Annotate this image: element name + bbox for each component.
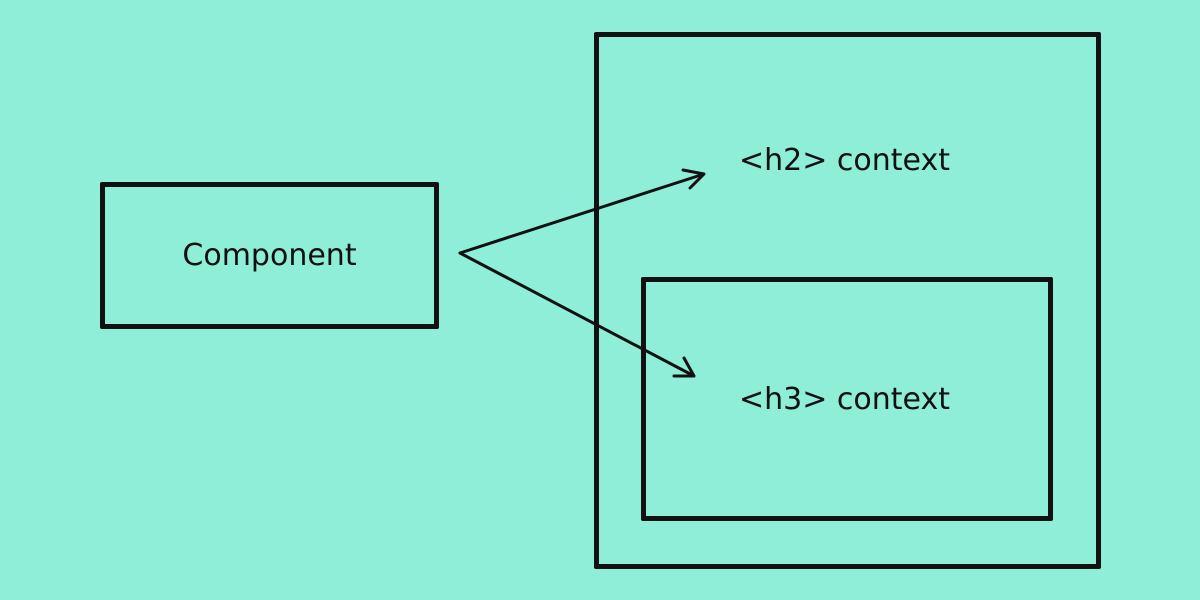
h2-context-label: <h2> context (739, 143, 950, 178)
h3-context-container (641, 277, 1053, 521)
component-label: Component (182, 237, 357, 273)
h3-context-label: <h3> context (739, 382, 950, 417)
component-node: Component (100, 182, 439, 329)
